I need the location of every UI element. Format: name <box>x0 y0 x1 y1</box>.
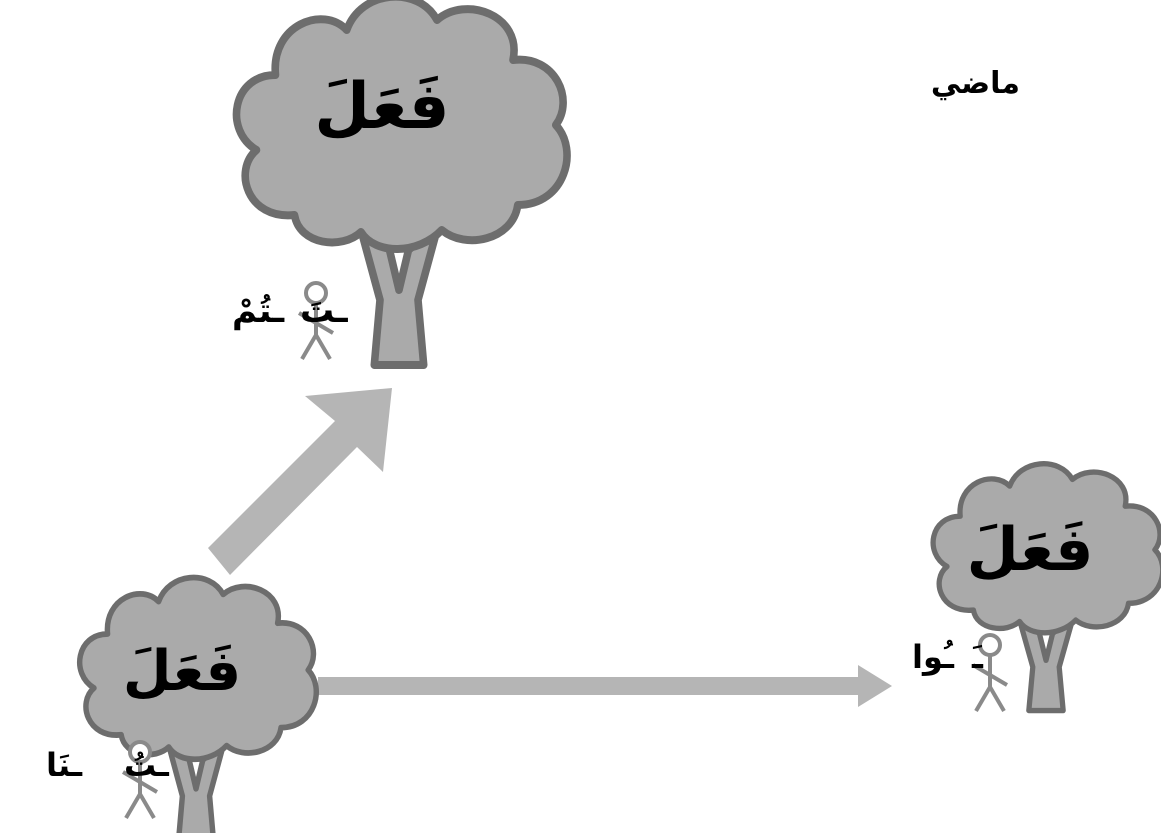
tree-top-verb: فَعَلَ <box>314 70 449 144</box>
tree-bottom-left-suffix-2: ـنَا <box>46 746 83 784</box>
arrow-up <box>208 388 392 575</box>
tree-bottom-left-suffix-1: ـتُ <box>124 746 170 784</box>
tree-top-suffix-1: ـتَ <box>300 291 348 331</box>
tree-right-suffix-2: ـُوا <box>912 638 955 676</box>
arrow-right <box>318 665 892 707</box>
tree-bottom-left-verb: فَعَلَ <box>123 639 241 704</box>
tree-top-suffix-2: ـتُمْ <box>232 291 285 331</box>
tree-right: فَعَلَ ـَ ـُوا <box>912 464 1161 711</box>
tense-title: ماضي <box>930 66 1020 101</box>
tree-right-verb: فَعَلَ <box>967 515 1094 585</box>
tree-top: فَعَلَ ـتَ ـتُمْ <box>232 0 567 365</box>
tree-right-suffix-1: ـَ <box>971 638 984 676</box>
tree-bottom-left: فَعَلَ ـتُ ـنَا <box>46 578 316 833</box>
